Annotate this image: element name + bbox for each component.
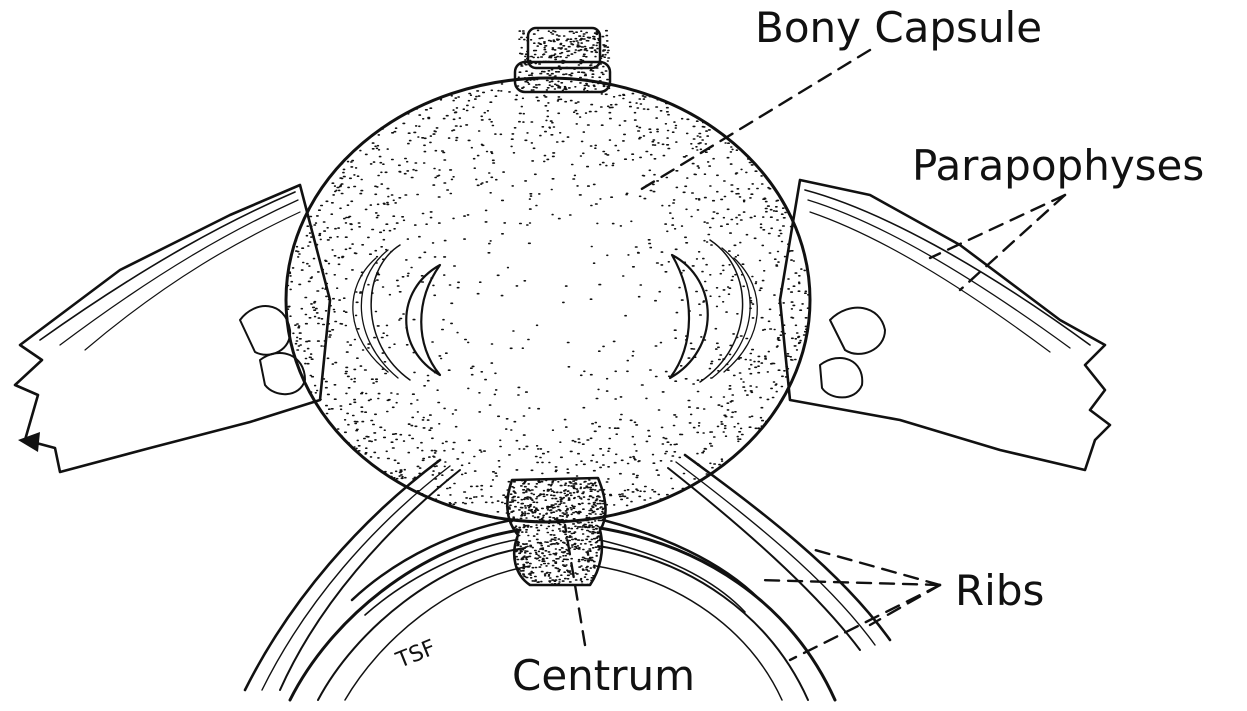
label-ribs: Ribs (955, 566, 1044, 615)
left-tip-dark (18, 432, 40, 452)
left-parapophysis (15, 185, 330, 472)
stipple-texture (286, 78, 811, 522)
bony-capsule (286, 78, 811, 522)
leader-parapophyses-1 (930, 195, 1065, 258)
label-tsf: TSF (392, 635, 439, 674)
label-bony-capsule: Bony Capsule (755, 3, 1042, 52)
centrum-body (500, 475, 611, 590)
rib-outer-left-inner (318, 548, 525, 700)
rib-long-right (685, 455, 890, 640)
leader-ribs-2 (815, 550, 940, 585)
rib-outer-left-inner2 (345, 566, 530, 700)
rib-long-right-c (676, 462, 875, 645)
right-parapophysis (780, 180, 1110, 470)
label-centrum: Centrum (512, 651, 695, 700)
leader-parapophyses-2 (960, 195, 1065, 290)
leader-bony-capsule (640, 50, 870, 190)
label-parapophyses: Parapophyses (912, 141, 1204, 190)
leader-ribs-1 (760, 580, 940, 585)
rib-outer-left (290, 530, 520, 700)
